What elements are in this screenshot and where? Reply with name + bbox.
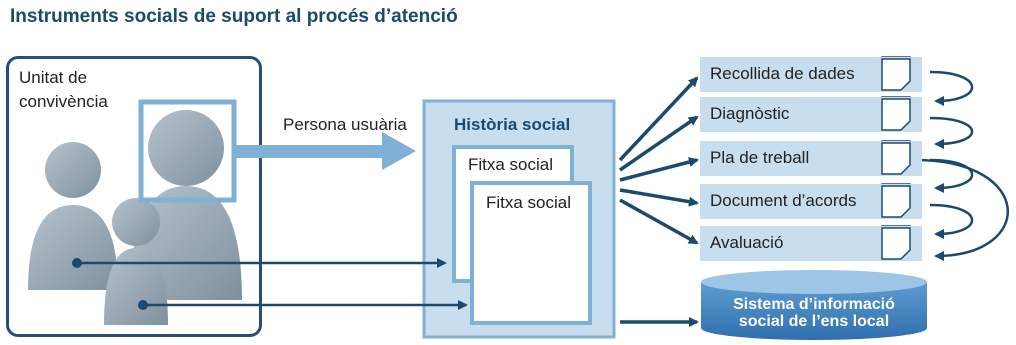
step-diagnosis: Diagnòstic bbox=[700, 97, 922, 132]
step-label: Avaluació bbox=[710, 233, 784, 252]
person-arrow bbox=[234, 132, 416, 170]
step-label: Document d’acords bbox=[710, 191, 857, 210]
social-card-front-label: Fitxa social bbox=[486, 193, 572, 212]
step-label: Diagnòstic bbox=[710, 104, 790, 123]
household-label-line2: convivència bbox=[19, 92, 108, 111]
step-evaluation: Avaluació bbox=[700, 226, 922, 261]
cycle-arrows bbox=[914, 70, 1009, 261]
database-cylinder bbox=[701, 270, 927, 340]
step-agreement: Document d’acords bbox=[700, 184, 922, 219]
arrow-label: Persona usuària bbox=[283, 115, 407, 134]
step-label: Pla de treball bbox=[710, 148, 810, 167]
database-label-line1: Sistema d’informació bbox=[733, 296, 895, 313]
household-label: Unitat de convivència bbox=[19, 66, 139, 114]
diagram-title: Instruments socials de suport al procés … bbox=[10, 6, 458, 27]
social-card-back-label: Fitxa social bbox=[468, 155, 554, 174]
social-history-title: Història social bbox=[454, 115, 571, 134]
step-label: Recollida de dades bbox=[710, 64, 855, 83]
person-figure-left bbox=[28, 142, 118, 290]
household-label-line1: Unitat de bbox=[19, 68, 88, 87]
database-label: Sistema d’informació social de l’ens loc… bbox=[714, 296, 914, 330]
database-label-line2: social de l’ens local bbox=[738, 313, 890, 330]
social-card-front bbox=[470, 181, 592, 325]
step-data-collection: Recollida de dades bbox=[700, 57, 922, 92]
fan-arrows bbox=[618, 76, 699, 327]
step-work-plan: Pla de treball bbox=[700, 141, 922, 176]
